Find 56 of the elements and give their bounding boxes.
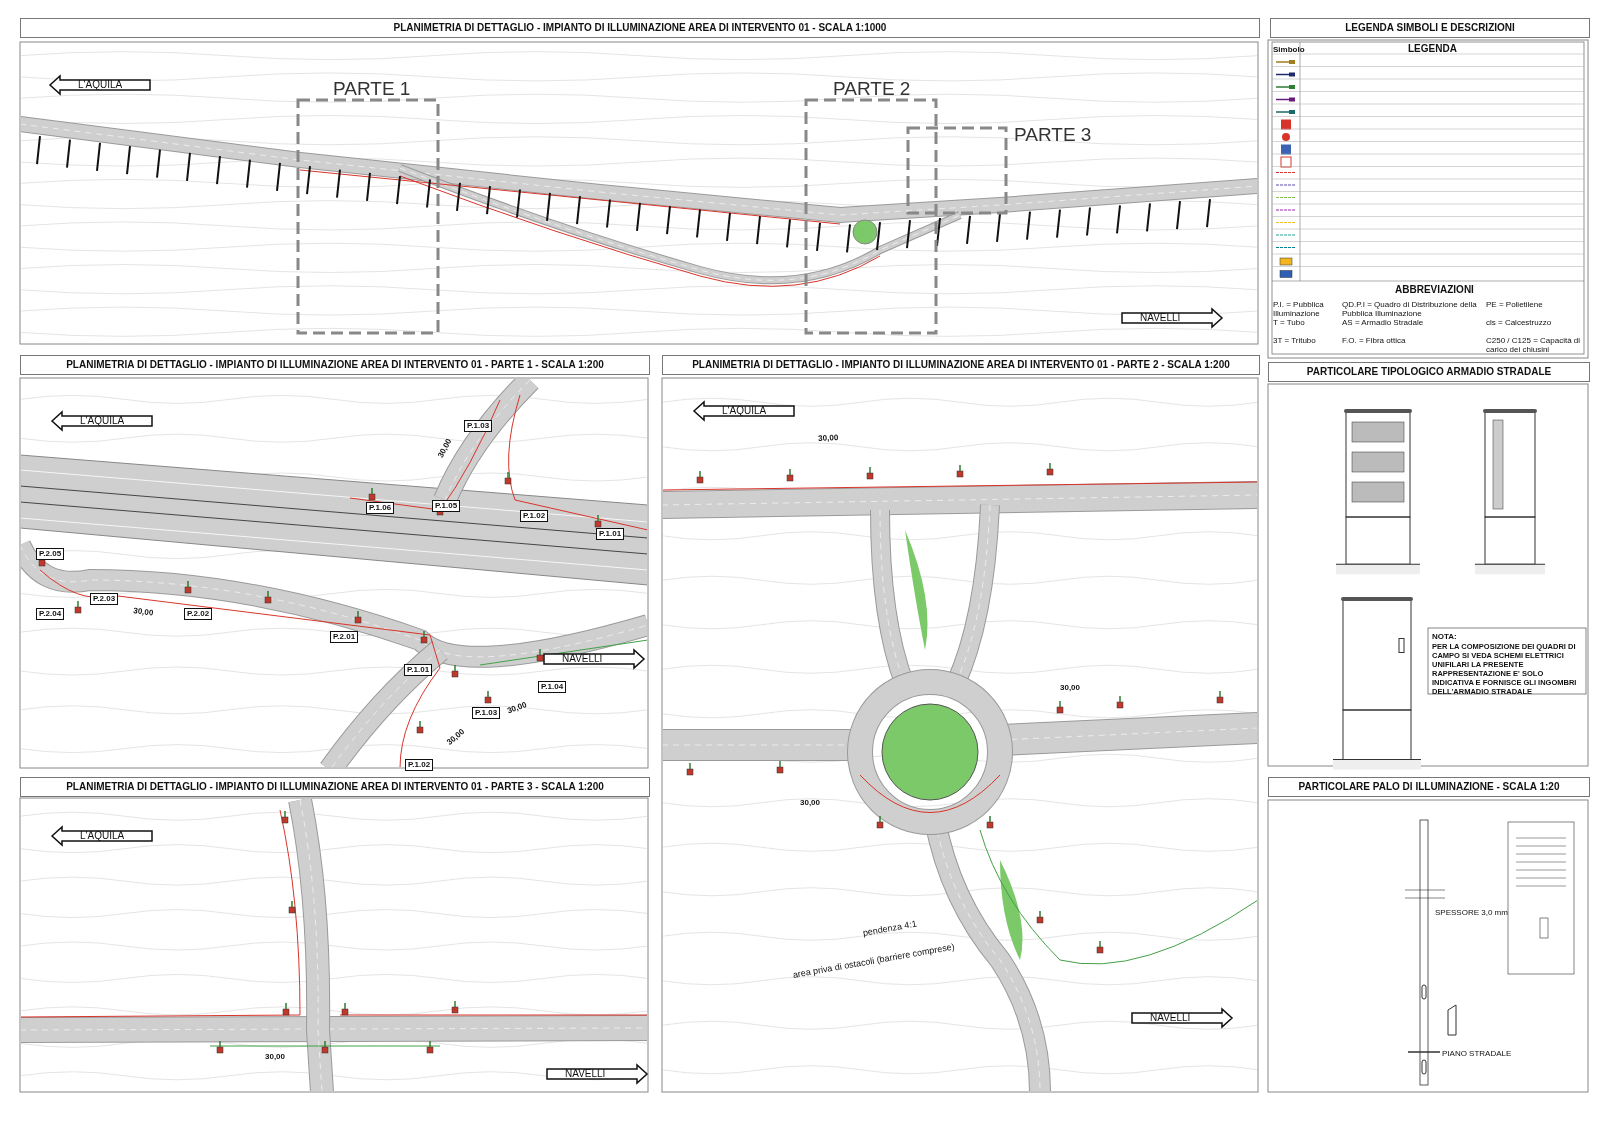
dimension-value: 30,00 [818, 432, 839, 443]
part-label: PARTE 1 [333, 78, 411, 100]
panel-title: PLANIMETRIA DI DETTAGLIO - IMPIANTO DI ILLUMINAZIONE AREA DI INTERVENTO 01 - SCALA 1:1000 [20, 18, 1260, 38]
pole-label: P.2.05 [36, 548, 65, 560]
place-name: L'AQUILA [80, 829, 125, 843]
place-name: L'AQUILA [78, 78, 123, 92]
abbreviation-text: AS = Armadio Stradale [1342, 318, 1425, 327]
slope-note: pendenza 4:1 [862, 918, 918, 938]
part-label: PARTE 3 [1014, 124, 1092, 146]
pole-label: P.1.04 [538, 681, 567, 693]
pole-label: P.2.03 [90, 593, 119, 605]
table-heading: ABBREVIAZIONI [1395, 284, 1474, 295]
dimension-value: 30,00 [132, 606, 154, 618]
slope-note: area priva di ostacoli (barriere comprese) [792, 941, 956, 980]
note-title: NOTA: [1432, 632, 1457, 641]
place-name: NAVELLI [1150, 1011, 1191, 1025]
pole-label: P.1.03 [472, 707, 501, 719]
dimension-value: 30,00 [800, 798, 821, 807]
abbreviation-text: 3T = Tritubo [1273, 336, 1317, 345]
abbreviation-text: P.I. = Pubblica Illuminazione [1273, 300, 1325, 318]
pole-label: P.1.06 [366, 502, 395, 514]
abbreviation-text: QD.P.I = Quadro di Distribuzione della Pubblica Illuminazione [1342, 300, 1478, 318]
pole-label: P.1.02 [405, 759, 434, 771]
pole-label: P.1.03 [464, 420, 493, 432]
panel-title: PARTICOLARE PALO DI ILLUMINAZIONE - SCALA 1:20 [1268, 777, 1590, 797]
dimension-value: 30,00 [436, 437, 454, 460]
pole-label: P.1.02 [520, 510, 549, 522]
pole-label: P.1.01 [596, 528, 625, 540]
abbreviation-text: F.O. = Fibra ottica [1342, 336, 1407, 345]
place-name: NAVELLI [562, 652, 603, 666]
panel-title: PARTICOLARE TIPOLOGICO ARMADIO STRADALE [1268, 362, 1590, 382]
place-name: NAVELLI [565, 1067, 606, 1081]
panel-title: PLANIMETRIA DI DETTAGLIO - IMPIANTO DI ILLUMINAZIONE AREA DI INTERVENTO 01 - PARTE 2 - SCALA 1:200 [662, 355, 1260, 375]
place-name: L'AQUILA [80, 414, 125, 428]
pole-label: P.1.01 [404, 664, 433, 676]
place-name: NAVELLI [1140, 311, 1181, 325]
abbreviation-text: T = Tubo [1273, 318, 1306, 327]
dimension-value: 30,00 [506, 700, 528, 716]
panel-title: PLANIMETRIA DI DETTAGLIO - IMPIANTO DI ILLUMINAZIONE AREA DI INTERVENTO 01 - PARTE 3 - SCALA 1:200 [20, 777, 650, 797]
pole-label: P.2.01 [330, 631, 359, 643]
dimension-value: 30,00 [1060, 683, 1081, 692]
table-heading: LEGENDA [1408, 43, 1457, 54]
pole-label: P.2.04 [36, 608, 65, 620]
pole-label: P.2.02 [184, 608, 213, 620]
panel-title: LEGENDA SIMBOLI E DESCRIZIONI [1270, 18, 1590, 38]
panel-title: PLANIMETRIA DI DETTAGLIO - IMPIANTO DI ILLUMINAZIONE AREA DI INTERVENTO 01 - PARTE 1 - SCALA 1:200 [20, 355, 650, 375]
part-label: PARTE 2 [833, 78, 911, 100]
abbreviation-text: cls = Calcestruzzo [1486, 318, 1553, 327]
table-text: PIANO STRADALE [1442, 1049, 1512, 1058]
abbreviation-text: C250 / C125 = Capacità di carico dei chiusini [1486, 336, 1582, 354]
place-name: L'AQUILA [722, 404, 767, 418]
dimension-value: 30,00 [265, 1052, 286, 1061]
table-heading: Simbolo [1273, 45, 1305, 54]
table-text: SPESSORE 3,0 mm [1435, 908, 1508, 917]
pole-label: P.1.05 [432, 500, 461, 512]
abbreviation-text: PE = Polietilene [1486, 300, 1544, 309]
